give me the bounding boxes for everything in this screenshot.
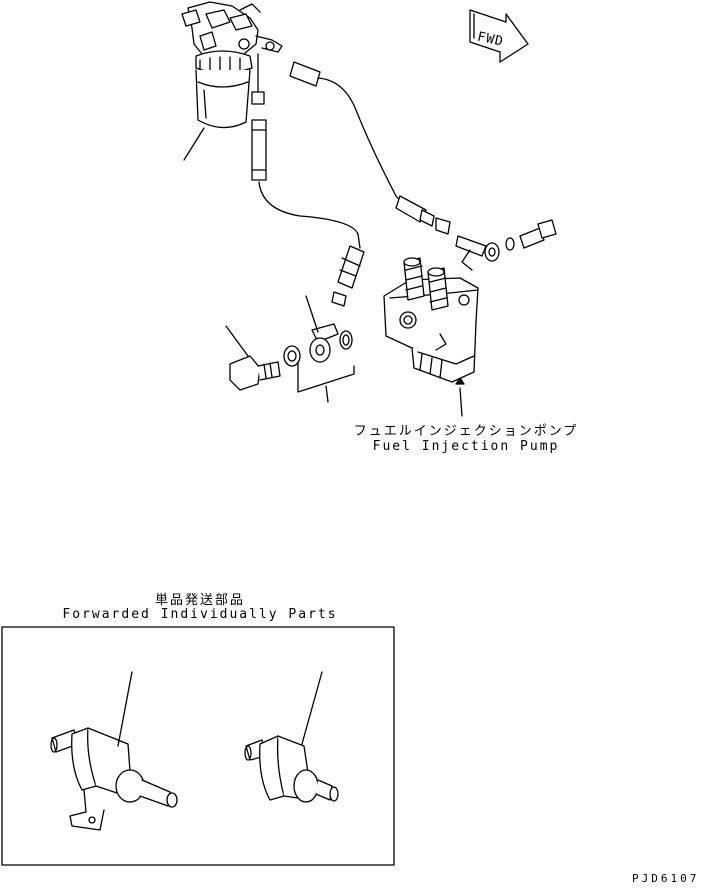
forwarded-parts-label-jp: 単品発送部品 [154, 593, 246, 608]
forwarded-parts-frame [1, 626, 395, 866]
pump-label-jp: フュエルインジェクションポンプ [353, 424, 579, 439]
fuel-injection-pump-icon [383, 257, 479, 383]
fuel-pressure-regulator-icon [50, 671, 339, 831]
fuel-hose-icon [251, 61, 557, 307]
drawing-code: PJD6107 [632, 872, 700, 885]
fwd-label: FWD [476, 30, 505, 50]
banjo-bolt-icon [229, 323, 339, 391]
fwd-arrow-icon: FWD [469, 9, 529, 63]
forwarded-parts-label-en: Forwarded Individually Parts [62, 607, 338, 622]
fuel-filter-icon [181, 1, 283, 129]
pump-label-en: Fuel Injection Pump [372, 439, 560, 454]
washer-icon [283, 330, 353, 367]
leader-lines [183, 127, 465, 417]
